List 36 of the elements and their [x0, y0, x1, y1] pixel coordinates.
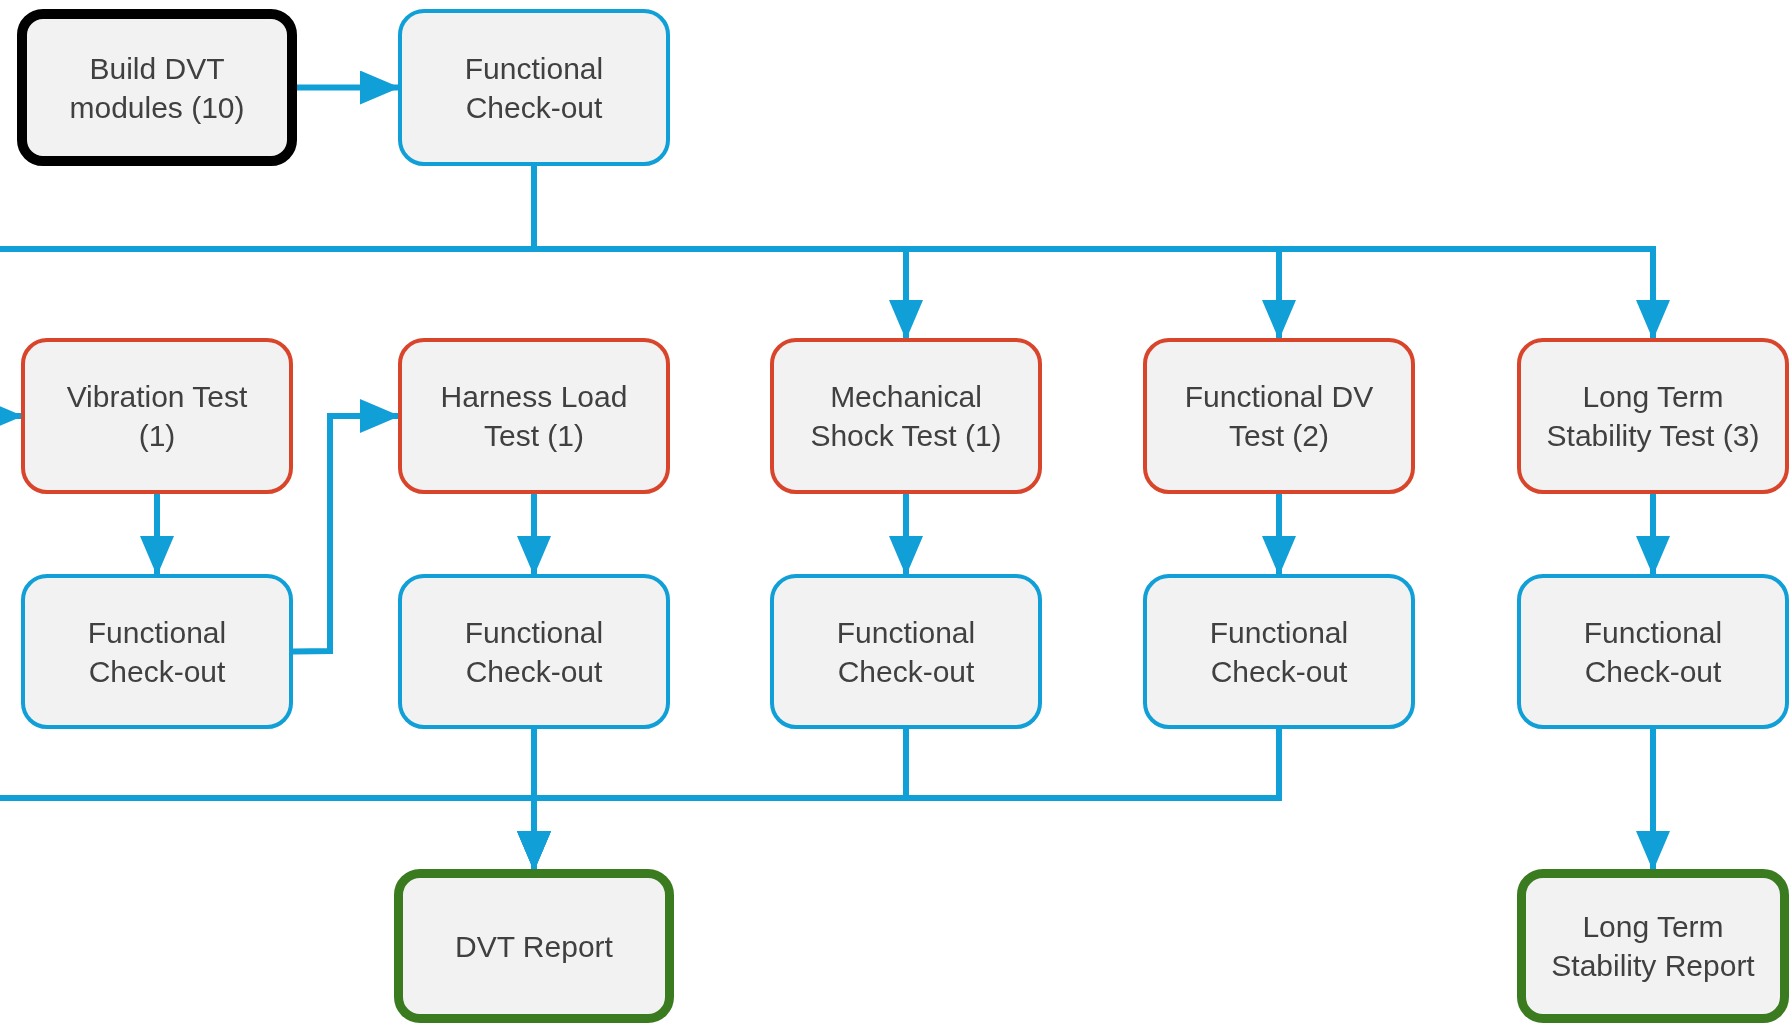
report-box: [1517, 869, 1789, 1023]
report-box: [394, 869, 674, 1023]
arrow: [292, 399, 400, 655]
process-box: [770, 574, 1042, 729]
box-label: Functional Check-out: [463, 614, 605, 690]
box-label: Functional Check-out: [86, 614, 228, 690]
box-label: Harness Load Test (1): [439, 379, 629, 454]
test-box: [21, 338, 293, 494]
test-box: [770, 338, 1042, 494]
box-label: Vibration Test (1): [65, 379, 249, 454]
box-label: Mechanical Shock Test (1): [809, 379, 1003, 454]
test-box: [1517, 338, 1789, 494]
box-label: Functional Check-out: [1582, 614, 1724, 690]
process-box: [398, 9, 670, 166]
box-label: Long Term Stability Report: [1550, 909, 1756, 984]
box-label: Functional Check-out: [1208, 614, 1350, 690]
test-box: [1143, 338, 1415, 494]
arrow: [1636, 494, 1670, 576]
box-label: Long Term Stability Test (3): [1545, 379, 1761, 454]
process-box: [21, 574, 293, 729]
arrow: [140, 494, 174, 576]
process-box: [1517, 574, 1789, 729]
process-box: [1143, 574, 1415, 729]
box-label: Functional Check-out: [463, 50, 605, 126]
process-box: [398, 574, 670, 729]
box-label: Functional DV Test (2): [1183, 379, 1375, 454]
arrow: [889, 494, 923, 576]
start-box: [17, 9, 297, 166]
arrow: [1262, 494, 1296, 576]
arrow: [517, 494, 551, 576]
arrow: [297, 70, 400, 105]
box-label: DVT Report: [454, 928, 614, 965]
test-box: [398, 338, 670, 494]
box-label: Functional Check-out: [835, 614, 977, 690]
box-label: Build DVT modules (10): [68, 50, 246, 126]
arrow: [1636, 729, 1670, 871]
